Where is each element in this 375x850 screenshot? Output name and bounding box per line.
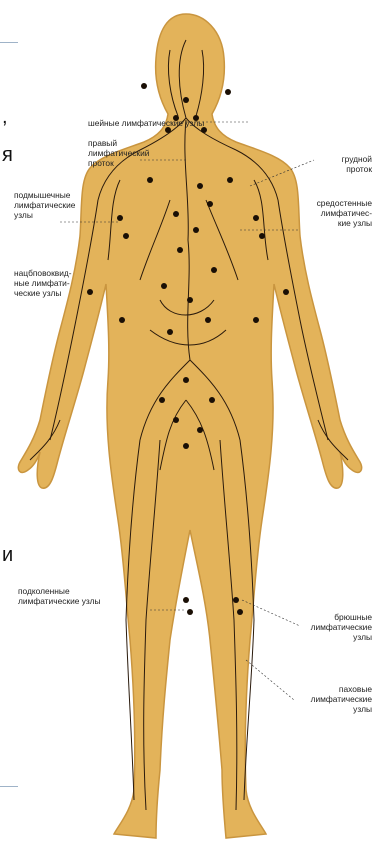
lymph-node: [193, 227, 199, 233]
lymph-node: [209, 397, 215, 403]
cropped-comma: ,: [2, 106, 8, 129]
lymph-node: [183, 377, 189, 383]
label-cervical-nodes: шейные лимфатические узлы: [88, 118, 248, 128]
top-edge-line: [0, 42, 18, 43]
lymph-node: [183, 443, 189, 449]
label-thoracic-duct: грудной проток: [312, 154, 372, 174]
lymph-node: [205, 317, 211, 323]
lymph-node: [227, 177, 233, 183]
lymph-node: [197, 427, 203, 433]
lymph-node: [233, 597, 239, 603]
label-mediastinal-nodes: средостенные лимфатичес- кие узлы: [292, 198, 372, 228]
lymph-node: [253, 215, 259, 221]
label-inguinal-nodes: паховые лимфатические узлы: [288, 684, 372, 714]
bottom-edge-line: [0, 786, 18, 787]
lymph-node: [161, 283, 167, 289]
lymph-node: [123, 233, 129, 239]
lymph-node: [211, 267, 217, 273]
lymph-node: [283, 289, 289, 295]
lymph-node: [117, 215, 123, 221]
body-silhouette: [18, 14, 361, 838]
lymph-node: [159, 397, 165, 403]
leader-line: [246, 660, 294, 700]
lymph-node: [119, 317, 125, 323]
lymph-node: [173, 211, 179, 217]
lymph-node: [183, 97, 189, 103]
lymph-node: [253, 317, 259, 323]
lymph-node: [187, 297, 193, 303]
lymph-node: [207, 201, 213, 207]
lymph-node: [187, 609, 193, 615]
lymph-node: [147, 177, 153, 183]
lymph-node: [225, 89, 231, 95]
lymph-node: [141, 83, 147, 89]
cropped-letter-i: и: [2, 544, 13, 567]
cropped-letter-ya: я: [2, 144, 13, 167]
label-mastoid-nodes: нацбповоквид- ные лимфати- ческие узлы: [14, 268, 94, 298]
label-abdominal-nodes: брюшные лимфатические узлы: [292, 612, 372, 642]
lymph-node: [173, 417, 179, 423]
lymph-node: [197, 183, 203, 189]
lymph-node: [177, 247, 183, 253]
lymph-node: [259, 233, 265, 239]
lymph-node: [183, 597, 189, 603]
label-axillary-nodes: подмышечные лимфатические узлы: [14, 190, 104, 220]
label-right-duct: правый лимфатический проток: [88, 138, 178, 168]
lymph-node: [167, 329, 173, 335]
label-popliteal-nodes: подколенные лимфатические узлы: [18, 586, 138, 606]
lymph-node: [237, 609, 243, 615]
